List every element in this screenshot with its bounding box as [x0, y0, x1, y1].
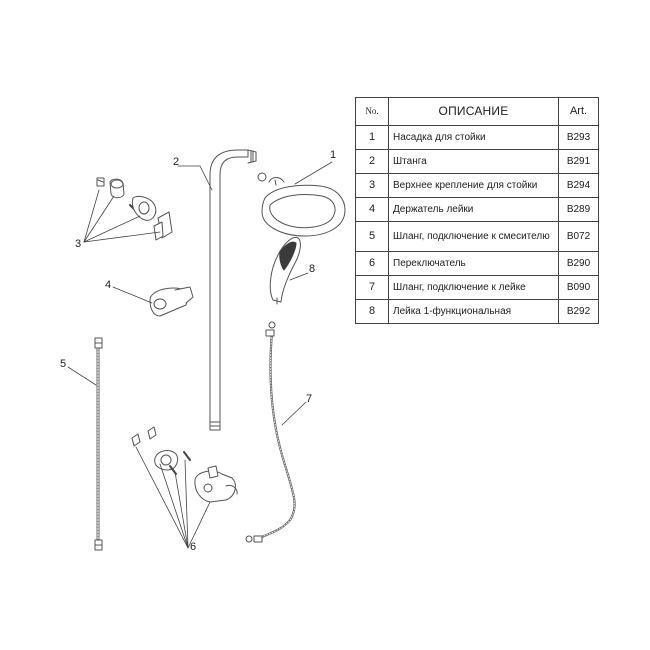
table-row: 7 Шланг, подключение к лейке B090	[355, 275, 599, 300]
callout-6: 6	[190, 541, 196, 553]
hand-shower-hose	[245, 329, 296, 543]
table-row: 6 Переключатель B290	[355, 251, 599, 276]
hand-shower	[269, 236, 301, 305]
shower-head	[261, 177, 346, 237]
table-row: 8 Лейка 1-функциональная B292	[355, 299, 599, 324]
callout-8: 8	[309, 263, 315, 275]
row-no: 6	[355, 251, 389, 276]
row-art: B072	[558, 221, 599, 252]
callout-2: 2	[173, 156, 179, 168]
header-no: No.	[355, 97, 389, 126]
sealing-ring	[257, 172, 267, 182]
header-art: Art.	[558, 97, 599, 126]
row-no: 4	[355, 197, 389, 222]
table-row: 2 Штанга B291	[355, 149, 599, 174]
row-description: Держатель лейки	[388, 197, 559, 222]
supply-hose	[94, 337, 103, 551]
leader-lines	[67, 161, 333, 549]
callout-7: 7	[306, 393, 312, 405]
table-header-row: No. ОПИСАНИЕ Art.	[355, 97, 599, 126]
row-description: Шланг, подключение к смесителю	[388, 221, 559, 252]
row-art: B090	[558, 275, 599, 300]
shower-rod	[209, 149, 257, 431]
row-no: 2	[355, 149, 389, 174]
row-description: Лейка 1-функциональная	[388, 299, 559, 324]
row-no: 3	[355, 173, 389, 198]
table-row: 4 Держатель лейки B289	[355, 197, 599, 222]
table-row: 5 Шланг, подключение к смесителю B072	[355, 221, 599, 252]
row-art: B292	[558, 299, 599, 324]
row-art: B291	[558, 149, 599, 174]
table-row: 3 Верхнее крепление для стойки B294	[355, 173, 599, 198]
row-description: Насадка для стойки	[388, 125, 559, 150]
row-no: 1	[355, 125, 389, 150]
row-art: B289	[558, 197, 599, 222]
hand-shower-holder	[149, 286, 194, 317]
callout-5: 5	[60, 358, 66, 370]
row-description: Переключатель	[388, 251, 559, 276]
top-mount-parts	[96, 177, 173, 241]
header-description: ОПИСАНИЕ	[388, 97, 559, 126]
row-art: B290	[558, 251, 599, 276]
row-no: 8	[355, 299, 389, 324]
diverter-parts	[131, 426, 238, 503]
callout-numbers: 1 2 3 4 5 6 7 8	[60, 149, 336, 553]
row-art: B294	[558, 173, 599, 198]
row-art: B293	[558, 125, 599, 150]
callout-4: 4	[105, 279, 111, 291]
row-description: Верхнее крепление для стойки	[388, 173, 559, 198]
row-description: Шланг, подключение к лейке	[388, 275, 559, 300]
parts-table: No. ОПИСАНИЕ Art. 1 Насадка для стойки B…	[355, 97, 599, 324]
row-no: 7	[355, 275, 389, 300]
callout-1: 1	[330, 149, 336, 161]
washer	[268, 321, 276, 329]
row-description: Штанга	[388, 149, 559, 174]
row-no: 5	[355, 221, 389, 252]
callout-3: 3	[75, 238, 81, 250]
table-row: 1 Насадка для стойки B293	[355, 125, 599, 150]
